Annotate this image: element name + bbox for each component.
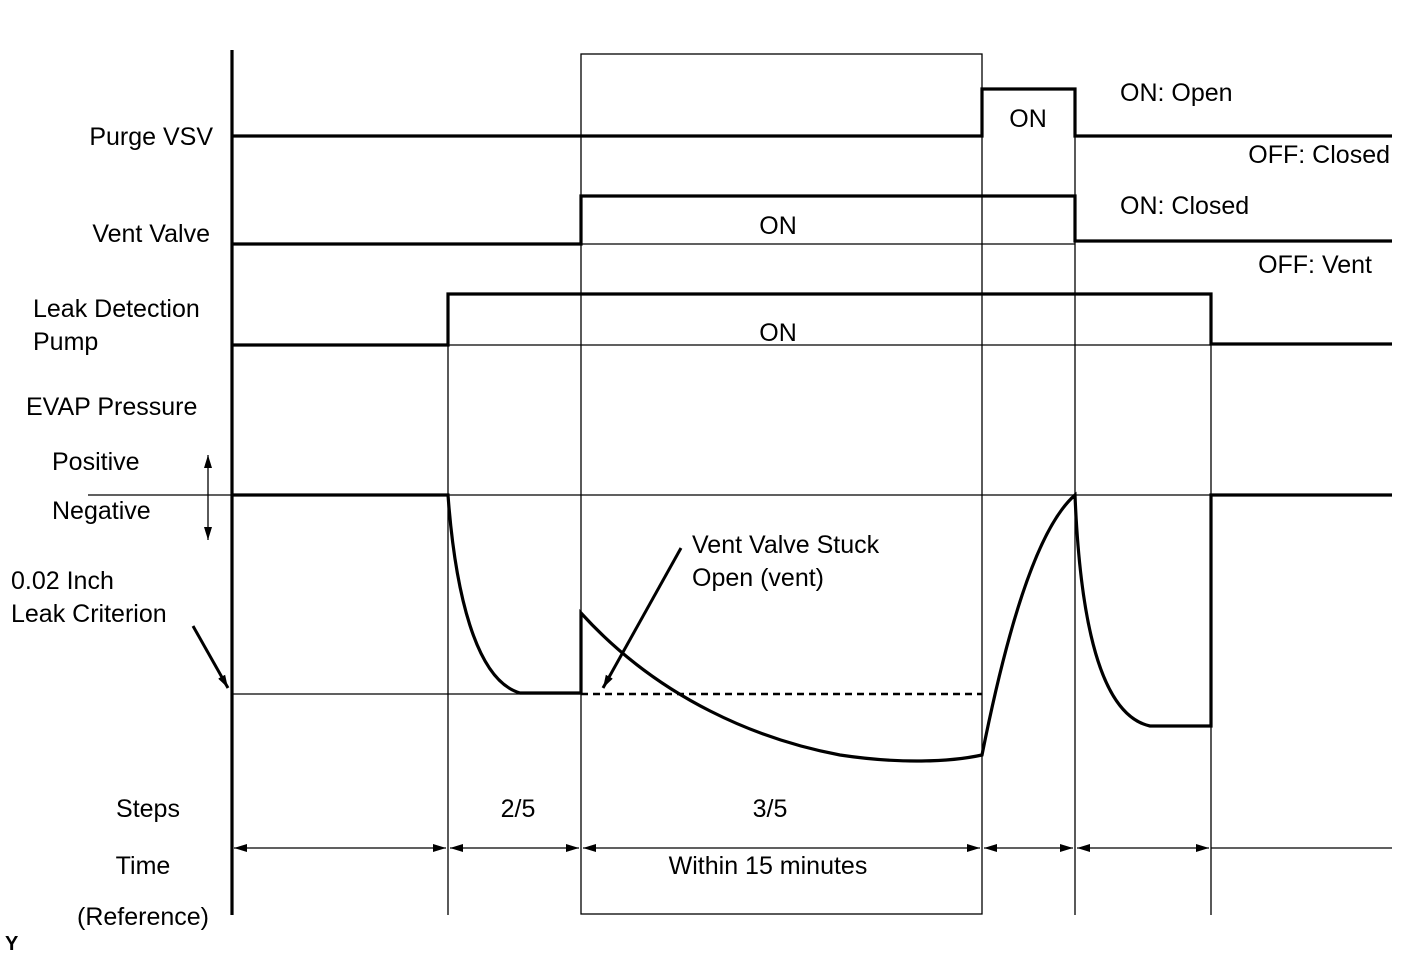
grid-lines	[230, 50, 1212, 915]
criterion-pointer-arrow	[191, 625, 230, 689]
positive-label: Positive	[52, 448, 140, 476]
leak-pump-trace	[232, 292, 1392, 347]
stuck-open-annotation-2: Open (vent)	[692, 564, 824, 592]
purge-vsv-trace	[232, 87, 1392, 138]
leak-pump-label-1: Leak Detection	[33, 295, 200, 323]
negative-label: Negative	[52, 497, 151, 525]
vent-valve-trace	[232, 194, 1392, 246]
leak-pump-label-2: Pump	[33, 328, 98, 356]
step-3-label: 3/5	[753, 795, 788, 823]
purge-off-meaning: OFF: Closed	[1248, 141, 1390, 169]
purge-vsv-label: Purge VSV	[89, 123, 213, 151]
reference-label: (Reference)	[77, 903, 209, 931]
purge-on-meaning: ON: Open	[1120, 79, 1233, 107]
purge-on-label: ON	[1009, 105, 1047, 133]
steps-label: Steps	[116, 795, 180, 823]
baselines	[88, 243, 1392, 695]
time-label: Time	[116, 852, 171, 880]
criterion-label-1: 0.02 Inch	[11, 567, 114, 595]
pump-on-label: ON	[759, 319, 797, 347]
criterion-label-2: Leak Criterion	[11, 600, 167, 628]
evap-pressure-trace	[232, 491, 1392, 763]
vent-on-meaning: ON: Closed	[1120, 192, 1249, 220]
within-15-minutes-label: Within 15 minutes	[669, 852, 868, 880]
corner-mark: Y	[5, 933, 19, 955]
vent-valve-label: Vent Valve	[92, 220, 210, 248]
step-2-label: 2/5	[501, 795, 536, 823]
stuck-open-annotation-1: Vent Valve Stuck	[692, 531, 880, 559]
evap-pressure-label: EVAP Pressure	[26, 393, 197, 421]
stuck-open-pointer-arrow	[601, 547, 683, 689]
vent-off-meaning: OFF: Vent	[1258, 251, 1372, 279]
vent-on-label: ON	[759, 212, 797, 240]
step-3-box	[580, 53, 983, 915]
